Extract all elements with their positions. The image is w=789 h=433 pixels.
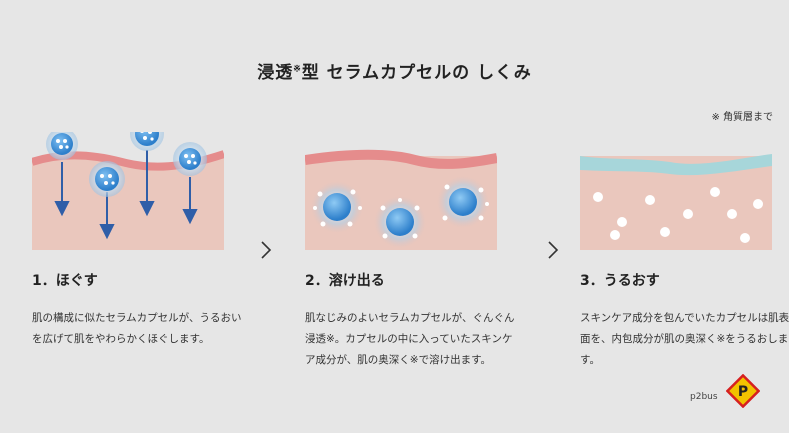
- chevron-right-icon: [261, 241, 272, 259]
- ingredient-dots: [593, 187, 763, 243]
- warning-sign-icon: P: [726, 374, 760, 408]
- step-2-title: 2．溶け出る: [305, 273, 385, 289]
- title-footnote-mark: ※: [293, 64, 302, 75]
- footnote: ※ 角質層まで: [711, 112, 773, 123]
- step-3-description: スキンケア成分を包んでいたカプセルは肌表面を、内包成分が肌の奥深く※をうるおしま…: [580, 312, 789, 366]
- panel-moisturize: [580, 132, 772, 250]
- step-1-title: 1．ほぐす: [32, 273, 98, 289]
- watermark-text: p2bus: [690, 392, 718, 402]
- loosen-illustration: [32, 132, 224, 250]
- moisturize-illustration: [580, 154, 772, 250]
- dissolve-illustration: [305, 149, 497, 250]
- capsule-icon: [46, 132, 207, 197]
- panel-dissolve: [305, 132, 497, 250]
- watermark: p2bus P: [690, 374, 762, 410]
- step-1-description: 肌の構成に似たセラムカプセルが、うるおいを広げて肌をやわらかくほぐします。: [32, 312, 242, 345]
- svg-text:P: P: [738, 384, 748, 400]
- step-2-description: 肌なじみのよいセラムカプセルが、ぐんぐん浸透※。カプセルの中に入っていたスキンケ…: [305, 312, 515, 366]
- title-post: 型 セラムカプセルの しくみ: [301, 63, 532, 83]
- chevron-right-icon: [548, 241, 559, 259]
- page-title: 浸透※型 セラムカプセルの しくみ: [0, 58, 789, 83]
- down-arrow-icon: [54, 150, 198, 240]
- skin-surface-film: [580, 154, 772, 176]
- dissolving-ingredients: [313, 184, 489, 239]
- title-pre: 浸透: [257, 63, 294, 83]
- skin-layer: [32, 154, 224, 250]
- step-3-title: 3．うるおす: [580, 273, 660, 289]
- panel-loosen: [32, 132, 224, 250]
- skin-surface: [305, 149, 497, 169]
